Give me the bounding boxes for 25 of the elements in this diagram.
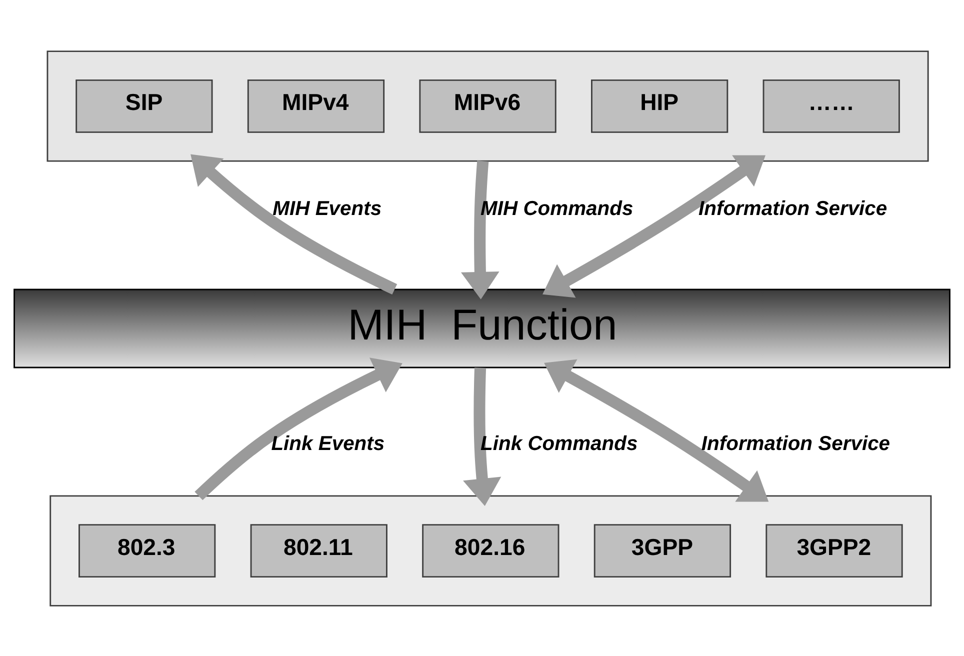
edge-label: MIH Commands	[480, 197, 634, 220]
arrow	[463, 367, 502, 506]
arrow	[542, 154, 766, 298]
node-box: SIP	[76, 78, 213, 132]
node-box: 3GPP2	[766, 524, 903, 578]
node-box: MIPv6	[419, 78, 556, 132]
arrow	[460, 160, 500, 299]
node-box: 802.3	[78, 524, 216, 578]
edge-label: Information Service	[701, 432, 890, 455]
arrow	[544, 358, 769, 502]
node-box: MIPv4	[247, 78, 385, 132]
node-box: 3GPP	[594, 524, 732, 578]
arrow	[190, 154, 398, 294]
node-box: 802.11	[250, 524, 388, 578]
node-box: MIH Function	[14, 288, 950, 368]
cluster	[46, 50, 929, 162]
cluster	[50, 494, 932, 606]
edge-label: Link Commands	[480, 432, 638, 455]
node-box: ……	[762, 78, 900, 132]
node-box: HIP	[591, 78, 728, 132]
edge-label: Information Service	[698, 197, 888, 220]
node-box: 802.16	[422, 524, 560, 578]
arrow	[194, 357, 402, 500]
edge-label: Link Events	[271, 432, 385, 455]
edge-label: MIH Events	[272, 197, 382, 220]
